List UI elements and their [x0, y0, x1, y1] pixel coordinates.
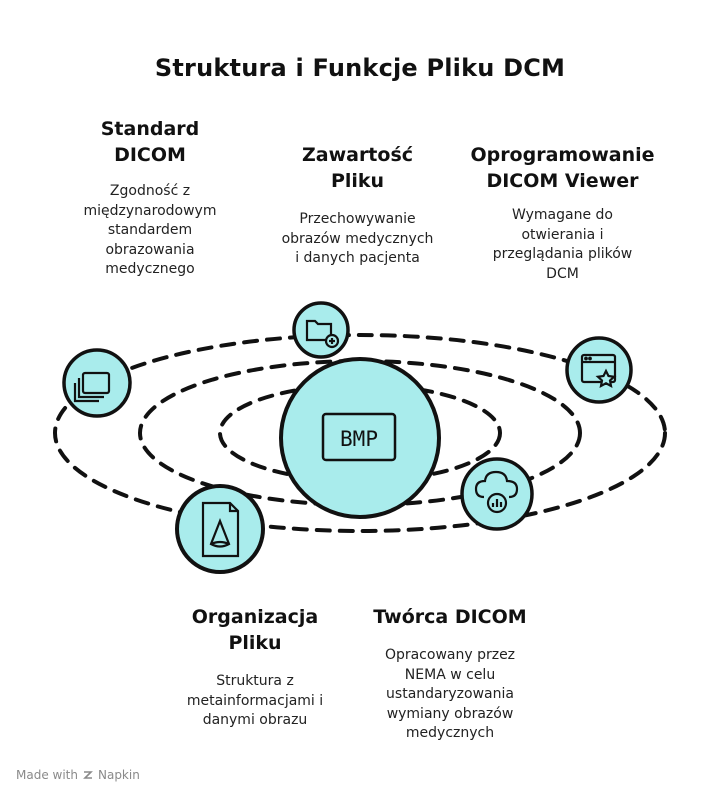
item-heading: Zawartość Pliku — [301, 144, 414, 192]
item-heading: Standard DICOM — [100, 118, 200, 166]
footer-made-with: Made with — [16, 768, 78, 782]
item-description: Struktura z metainformacjami i danymi ob… — [186, 673, 324, 728]
item-description: Zgodność z międzynarodowym standardem ob… — [83, 183, 217, 277]
napkin-logo-icon — [83, 771, 93, 779]
folder-plus-icon — [305, 319, 340, 349]
item-organizacja-pliku: Organizacja Pliku Struktura z metainform… — [150, 604, 360, 731]
center-label: BMP — [340, 427, 378, 451]
node-tworca-dicom — [460, 457, 534, 531]
item-standard-dicom: Standard DICOM Zgodność z międzynarodowy… — [60, 116, 240, 280]
page-title: Struktura i Funkcje Pliku DCM — [154, 54, 566, 82]
node-organizacja-pliku — [175, 484, 265, 574]
footer: Made with Napkin — [16, 768, 140, 782]
item-description: Opracowany przez NEMA w celu ustandaryzo… — [384, 647, 516, 741]
node-zawartosc-pliku — [292, 301, 350, 359]
item-tworca-dicom: Twórca DICOM Opracowany przez NEMA w cel… — [355, 604, 545, 744]
document-cone-icon — [201, 501, 240, 558]
item-heading: Organizacja Pliku — [191, 606, 319, 654]
documents-stack-icon — [73, 371, 111, 403]
orbit-outer — [53, 333, 667, 533]
footer-brand: Napkin — [97, 768, 140, 782]
cloud-chart-icon — [474, 470, 519, 514]
item-zawartosc-pliku: Zawartość Pliku Przechowywanie obrazów m… — [260, 142, 455, 269]
image-frame-icon: BMP — [321, 412, 397, 462]
node-standard-dicom — [62, 348, 132, 418]
center-node: BMP — [279, 357, 441, 519]
item-description: Wymagane do otwierania i przeglądania pl… — [492, 207, 633, 282]
item-description: Przechowywanie obrazów medycznych i dany… — [281, 211, 434, 266]
node-oprogramowanie — [565, 336, 633, 404]
item-heading: Twórca DICOM — [373, 606, 527, 628]
item-oprogramowanie: Oprogramowanie DICOM Viewer Wymagane do … — [455, 142, 670, 284]
browser-star-icon — [580, 353, 617, 389]
item-heading: Oprogramowanie DICOM Viewer — [470, 144, 655, 192]
